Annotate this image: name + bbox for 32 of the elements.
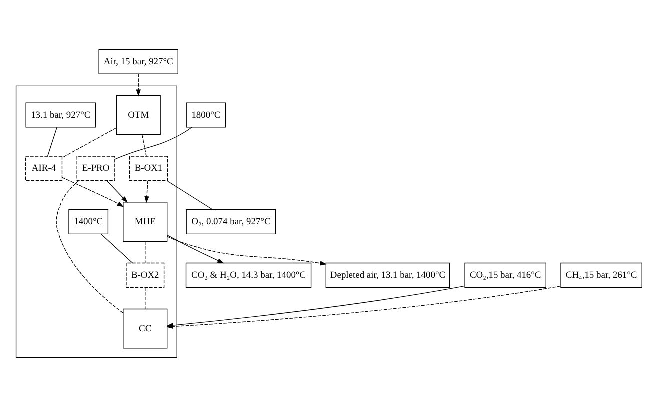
connector [56, 180, 124, 314]
node-box: B-OX1 [130, 156, 168, 182]
connector [47, 127, 58, 157]
node-box: Air, 15 bar, 927°C [98, 49, 178, 74]
node-box: CO₂,15 bar, 416°C [464, 262, 546, 288]
node-box: CC [123, 308, 168, 349]
node-box: 13.1 bar, 927°C [26, 102, 96, 128]
node-box: Depleted air, 13.1 bar, 1400°C [326, 262, 450, 288]
arrow [136, 74, 141, 97]
arrow [106, 180, 128, 204]
node-box: O₂, 0.074 bar, 927°C [186, 210, 276, 235]
arrow [144, 180, 150, 204]
node-box: 1400°C [68, 210, 109, 235]
node-box: MHE [123, 202, 168, 242]
connector [166, 180, 214, 210]
connector [114, 127, 192, 160]
node-box: CO₂ & H₂O, 14.3 bar, 1400°C [186, 262, 312, 288]
node-box: CH₄,15 bar, 261°C [560, 262, 642, 288]
arrow [167, 236, 327, 266]
arrow [167, 235, 224, 264]
node-box: OTM [116, 95, 161, 136]
node-box: 1800°C [186, 102, 226, 128]
connector [145, 287, 146, 310]
connector [142, 134, 147, 157]
connector [100, 234, 134, 264]
node-box: E-PRO [76, 156, 116, 182]
arrow [62, 177, 124, 208]
connector [145, 241, 146, 264]
cluster [16, 86, 178, 358]
node-box: AIR-4 [25, 156, 63, 182]
connector [62, 128, 117, 158]
node-box: B-OX2 [126, 262, 165, 288]
